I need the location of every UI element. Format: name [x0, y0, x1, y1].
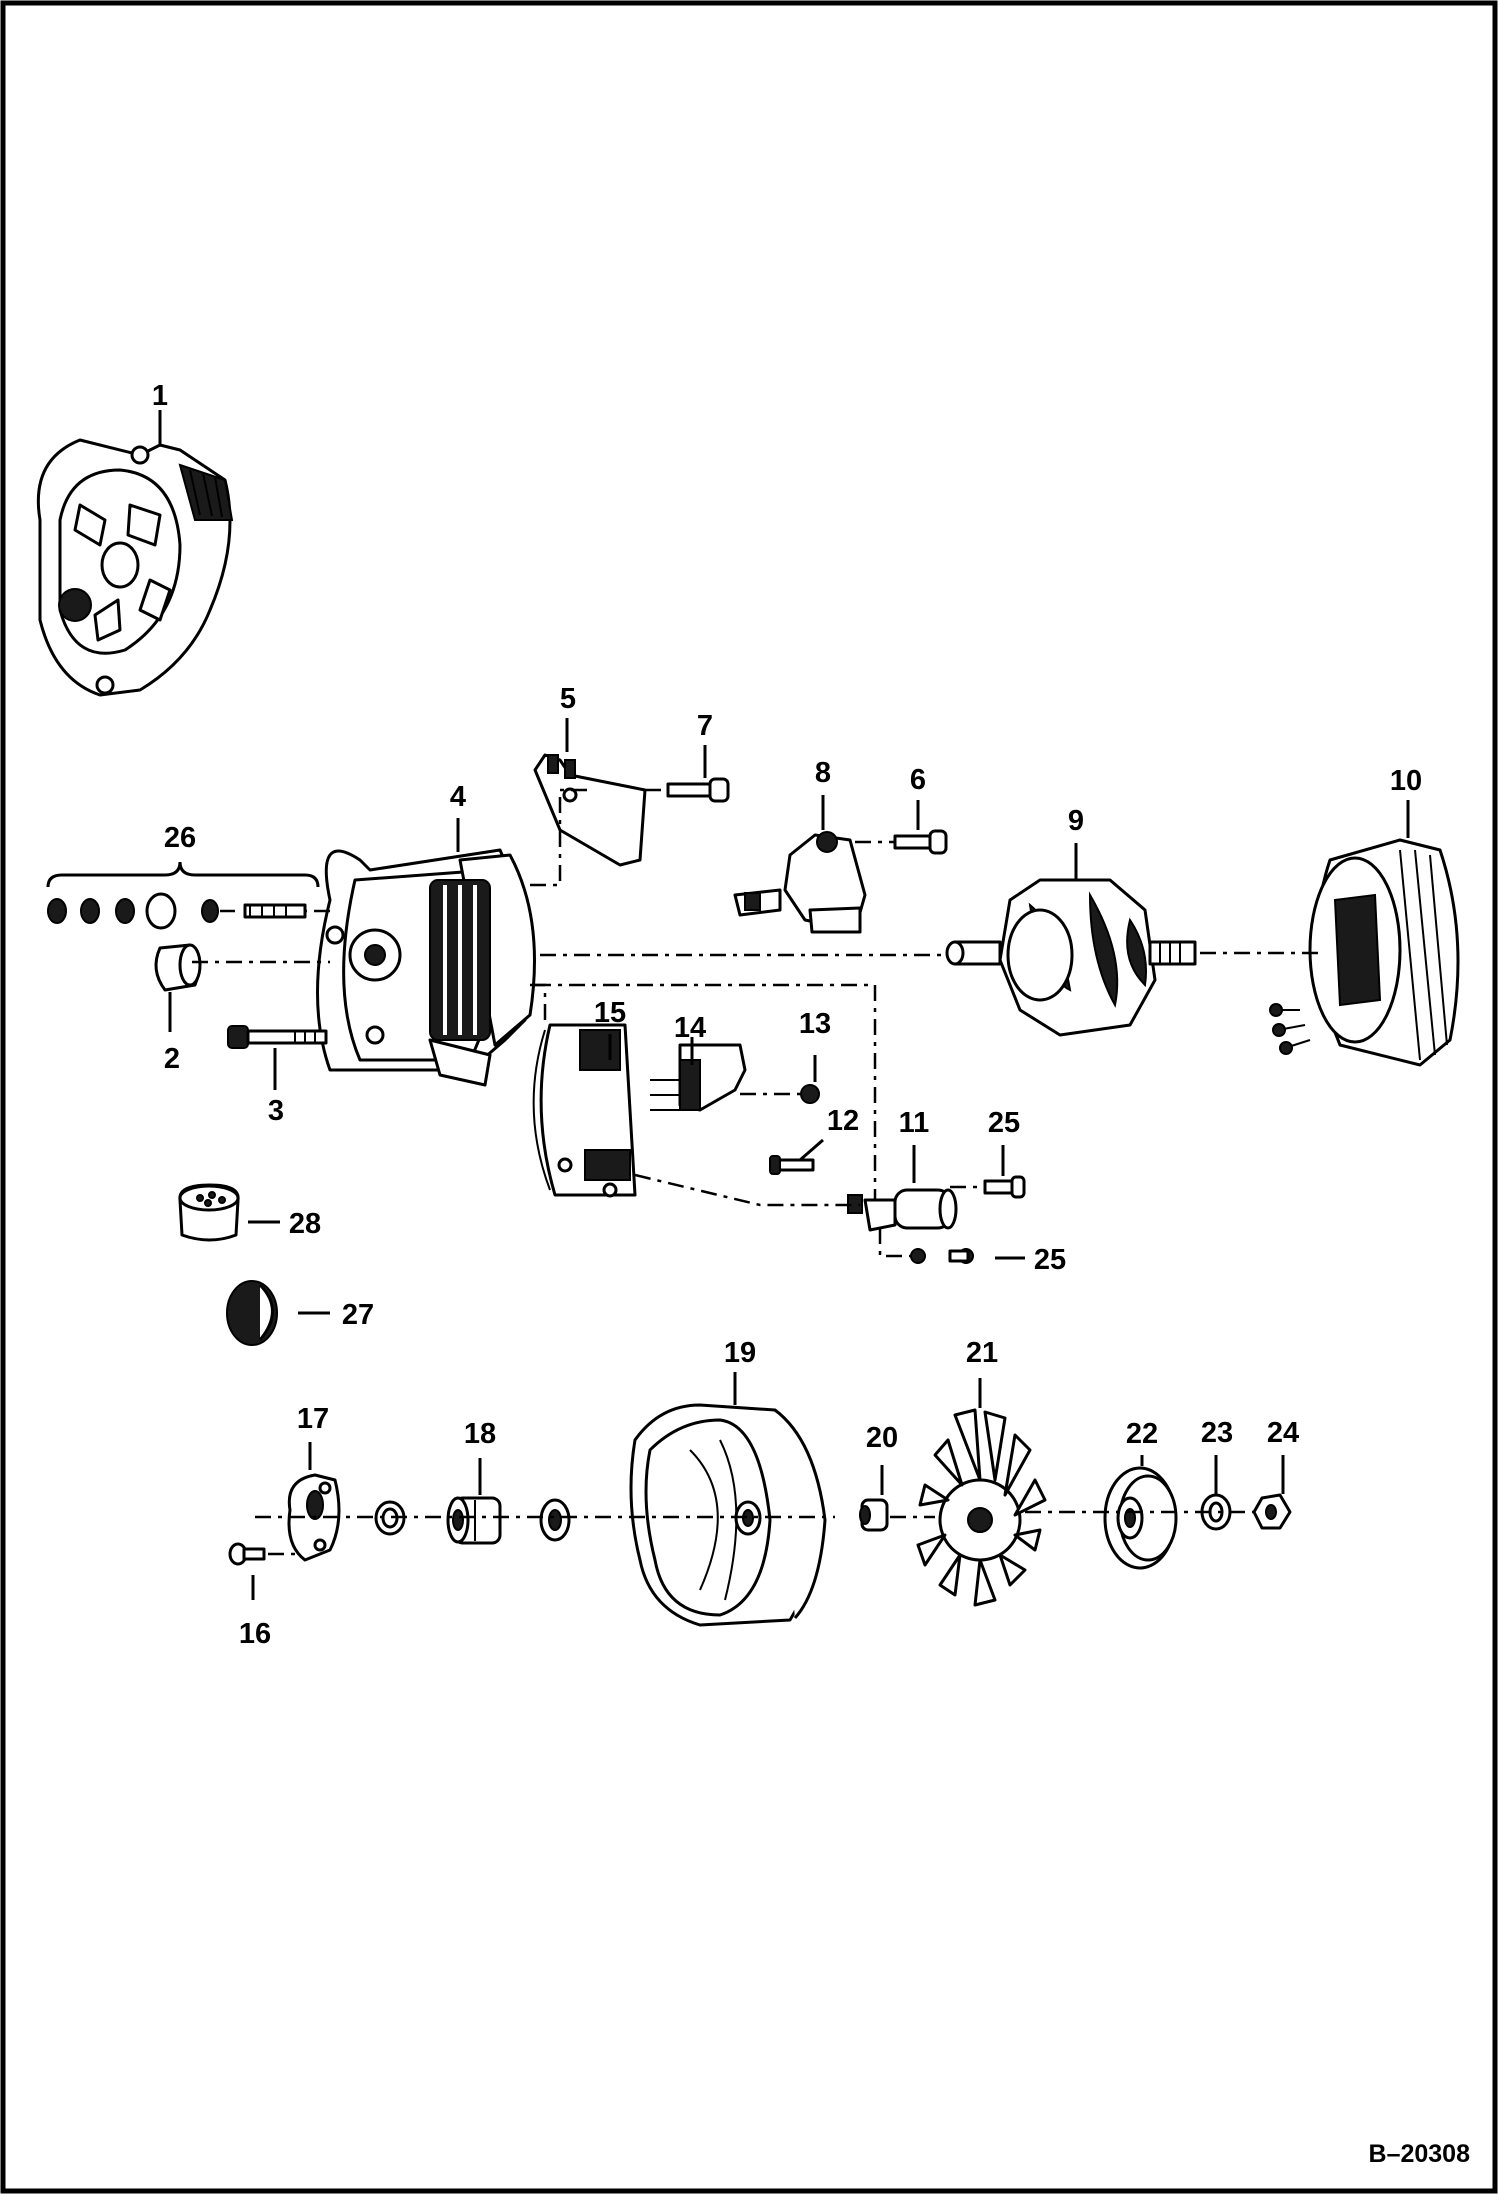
- callout-25-lower: 25: [1034, 1244, 1066, 1276]
- part-5-regulator-plate: [533, 753, 647, 867]
- callout-25-upper: 25: [988, 1107, 1020, 1139]
- part-11-capacitor: [847, 1188, 958, 1232]
- callout-1: 1: [152, 380, 168, 412]
- callout-2: 2: [164, 1043, 180, 1075]
- part-14-diode-trio: [650, 1043, 747, 1112]
- part-13-nut: [800, 1084, 820, 1104]
- part-15-rectifier: [532, 1023, 637, 1198]
- part-18-bearing: [446, 1496, 502, 1545]
- callout-26: 26: [164, 822, 196, 854]
- callout-27: 27: [342, 1299, 374, 1331]
- part-8-brush-holder: [733, 831, 867, 934]
- part-2-bushing: [154, 943, 202, 992]
- callout-7: 7: [697, 710, 713, 742]
- callout-6: 6: [910, 764, 926, 796]
- callout-18: 18: [464, 1418, 496, 1450]
- callout-4: 4: [450, 781, 466, 813]
- callout-5: 5: [560, 683, 576, 715]
- part-10-stator: [1269, 838, 1460, 1067]
- callout-20: 20: [866, 1422, 898, 1454]
- part-7-screw: [666, 777, 730, 803]
- callout-19: 19: [724, 1337, 756, 1369]
- part-19-front-housing: [629, 1403, 827, 1627]
- callout-15: 15: [594, 997, 626, 1029]
- bearing-seal: [539, 1498, 571, 1542]
- part-24-nut: [1252, 1493, 1292, 1530]
- part-6-screw: [893, 829, 948, 855]
- leader-lines: [158, 410, 1410, 1600]
- part-25-screw-upper: [983, 1175, 1026, 1199]
- spacer-ring: [374, 1500, 406, 1536]
- callout-13: 13: [799, 1008, 831, 1040]
- part-9-rotor: [945, 878, 1197, 1037]
- callout-14: 14: [674, 1012, 706, 1044]
- callout-3: 3: [268, 1095, 284, 1127]
- part-1-alternator-assembly: [36, 438, 234, 697]
- part-25-screw-lower: [910, 1248, 974, 1264]
- part-16-screw: [228, 1542, 266, 1566]
- part-26-stud-hardware: [46, 861, 320, 930]
- callout-9: 9: [1068, 805, 1084, 837]
- callout-21: 21: [966, 1337, 998, 1369]
- part-27-plug: [226, 1280, 278, 1346]
- callout-28: 28: [289, 1208, 321, 1240]
- callout-17: 17: [297, 1403, 329, 1435]
- callout-16: 16: [239, 1618, 271, 1650]
- part-22-pulley: [1103, 1466, 1178, 1570]
- assembly-lines: [192, 788, 1325, 1556]
- callout-12: 12: [827, 1105, 859, 1137]
- callout-24: 24: [1267, 1417, 1299, 1449]
- part-20-spacer: [859, 1498, 889, 1532]
- part-3-bolt: [227, 1025, 328, 1049]
- callout-11: 11: [899, 1107, 930, 1139]
- part-4-rear-housing: [316, 848, 536, 1087]
- figure-id: B–20308: [1369, 2140, 1471, 2168]
- part-21-fan: [916, 1408, 1047, 1607]
- part-12-screw: [769, 1155, 815, 1175]
- callout-labels: 1 2 3 4 5 6 7 8 9 10 11 12 13 14 15 16 1…: [152, 380, 1422, 1650]
- callout-22: 22: [1126, 1418, 1158, 1450]
- callout-23: 23: [1201, 1417, 1233, 1449]
- callout-8: 8: [815, 757, 831, 789]
- callout-10: 10: [1390, 765, 1422, 797]
- part-28-insulator: [178, 1183, 240, 1242]
